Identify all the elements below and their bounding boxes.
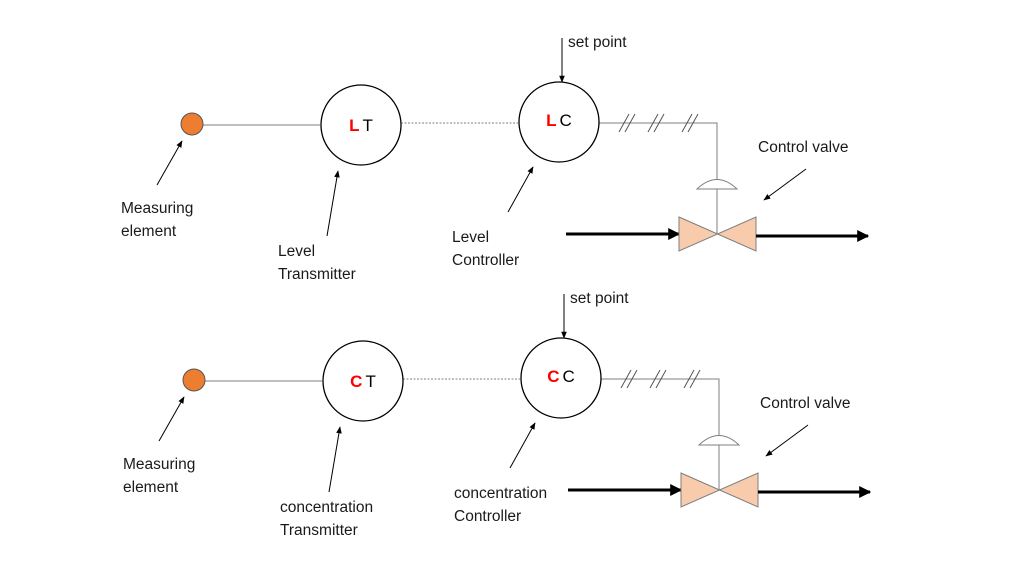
valve-actuator-diaphragm	[697, 435, 741, 446]
control-valve-label: Control valve	[758, 139, 848, 156]
concentration-controller-bubble	[520, 337, 602, 419]
controller-to-valve-pneumatic-line	[601, 378, 720, 437]
control-valve-label: Control valve	[760, 395, 850, 412]
control-valve-body	[680, 472, 759, 508]
measuring-element-label: Measuring element	[121, 200, 198, 240]
measuring-element-pointer-arrow	[156, 140, 183, 186]
controller-label: concentration Controller	[454, 485, 551, 525]
level-controller-bubble	[518, 81, 600, 163]
measuring-element-sensor	[180, 112, 204, 136]
control-valve-pointer-arrow	[763, 168, 807, 201]
setpoint-label: set point	[570, 290, 629, 307]
control-valve-body	[678, 216, 757, 252]
valve-actuator-diaphragm	[695, 179, 739, 190]
setpoint-label: set point	[568, 34, 627, 51]
pneumatic-signal-hatch-marks	[620, 369, 701, 389]
measuring-element-label: Measuring element	[123, 456, 200, 496]
transmitter-pointer-arrow	[326, 170, 340, 237]
measuring-element-pointer-arrow	[158, 396, 185, 442]
transmitter-pointer-arrow	[328, 426, 342, 493]
controller-pointer-arrow	[507, 166, 534, 213]
level-transmitter-bubble	[320, 84, 402, 166]
transmitter-label: concentration Transmitter	[280, 499, 377, 539]
pneumatic-signal-hatch-marks	[618, 113, 699, 133]
measuring-element-sensor	[182, 368, 206, 392]
controller-label: Level Controller	[452, 229, 519, 269]
transmitter-label: Level Transmitter	[278, 243, 356, 283]
control-valve-pointer-arrow	[765, 424, 809, 457]
concentration-transmitter-bubble	[322, 340, 404, 422]
controller-to-valve-pneumatic-line	[599, 122, 718, 181]
controller-pointer-arrow	[509, 422, 536, 469]
